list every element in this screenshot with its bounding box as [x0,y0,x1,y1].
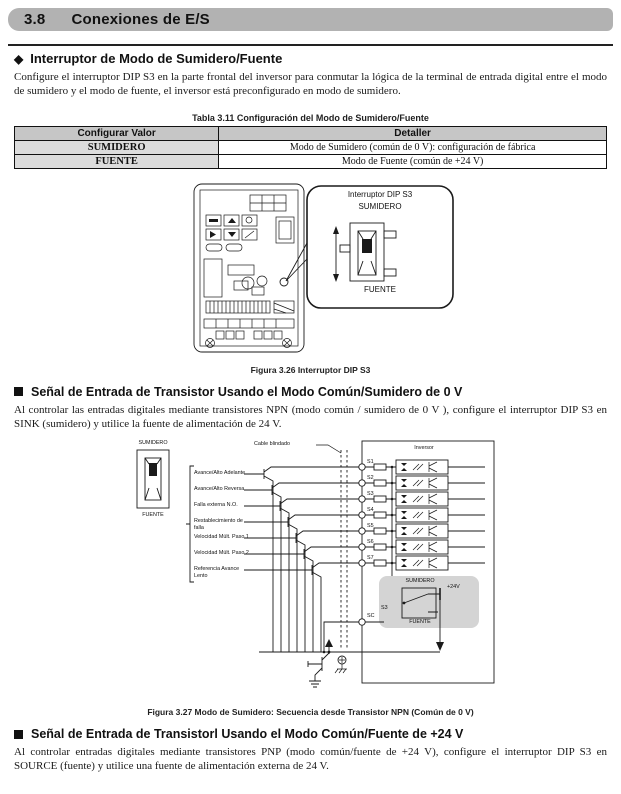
shield-cable-label: Cable blindado [254,441,290,448]
figure-327-caption: Figura 3.27 Modo de Sumidero: Secuencia … [147,707,474,718]
callout-title: Interruptor DIP S3 [347,189,413,199]
input-label: Velocidad Múlt. Paso 1 [194,534,249,541]
figure-326: Interruptor DIP S3 SUMIDERO FUENTE [190,181,460,356]
subsection-heading-sink-signal: Señal de Entrada de Transistor Usando el… [14,385,607,399]
input-label: Restablecimiento de falla [194,518,243,532]
table-caption: Tabla 3.11 Configuración del Modo de Sum… [192,112,429,123]
subsection-heading-label: Señal de Entrada de Transistorl Usando e… [31,727,464,742]
subsection-heading-sink-source: ◆ Interruptor de Modo de Sumidero/Fuente [14,51,607,66]
terminal-label: S6 [367,539,374,546]
table-header-detail: Detaller [218,125,607,141]
terminal-label: S2 [367,475,374,482]
terminal-label: S7 [367,555,374,562]
section-title: Conexiones de E/S [71,11,210,28]
source-signal-paragraph: Al controlar entradas digitales mediante… [14,746,607,773]
switch-top-label: SUMIDERO [138,440,168,447]
section-number: 3.8 [24,11,46,28]
s3-box-bottom-label: FUENTE [409,619,431,626]
table-cell-detail: Modo de Fuente (común de +24 V) [218,153,607,169]
terminal-label: S3 [367,491,374,498]
table-cell-value: SUMIDERO [13,139,220,155]
table-header-row: Configurar Valor Detaller [13,125,607,141]
figure-326-caption: Figura 3.26 Interruptor DIP S3 [250,364,371,375]
table-row: FUENTE Modo de Fuente (común de +24 V) [13,153,607,169]
inverter-drawing [193,183,454,353]
terminal-label: S5 [367,523,374,530]
table-cell-value: FUENTE [13,153,220,169]
s3-box-top-label: SUMIDERO [405,578,435,585]
square-bullet-icon [14,387,23,397]
sink-signal-paragraph: Al controlar las entradas digitales medi… [14,403,607,430]
figure-327: SUMIDERO FUENTE Cable blindado Inversor … [104,436,504,700]
subsection-heading-label: Señal de Entrada de Transistor Usando el… [31,384,463,399]
sink-source-table: Configurar Valor Detaller SUMIDERO Modo … [13,125,607,169]
subsection-heading-source-signal: Señal de Entrada de Transistorl Usando e… [14,727,607,741]
terminal-label: S4 [367,507,374,514]
inverter-label: Inversor [414,445,434,452]
subsection-heading-label: Interruptor de Modo de Sumidero/Fuente [30,51,283,66]
switch-top-label: SUMIDERO [358,201,402,211]
input-label: Velocidad Múlt. Paso 2 [194,550,249,557]
s3-switch-label: S3 [381,605,388,612]
supply-voltage-label: +24V [447,584,460,591]
switch-bottom-label: FUENTE [142,512,164,519]
square-bullet-icon [14,729,23,739]
input-label: Avance/Alto Adelante [194,470,246,477]
horizontal-rule [8,44,613,46]
table-header-value: Configurar Valor [13,125,220,141]
diamond-icon: ◆ [14,51,24,66]
input-label: Referencia Avance Lento [194,566,240,580]
input-label: Avance/Alto Reversa [194,486,245,493]
wiring-diagram [136,440,495,688]
sink-source-paragraph: Configure el interruptor DIP S3 en la pa… [14,71,607,98]
section-header-bar: 3.8 Conexiones de E/S [8,8,613,31]
terminal-label: S1 [367,459,374,466]
table-row: SUMIDERO Modo de Sumidero (común de 0 V)… [13,139,607,155]
common-terminal-label: SC [367,613,375,620]
table-cell-detail: Modo de Sumidero (común de 0 V): configu… [218,139,607,155]
switch-bottom-label: FUENTE [364,284,396,294]
input-label: Falla externa N.O. [194,502,238,509]
